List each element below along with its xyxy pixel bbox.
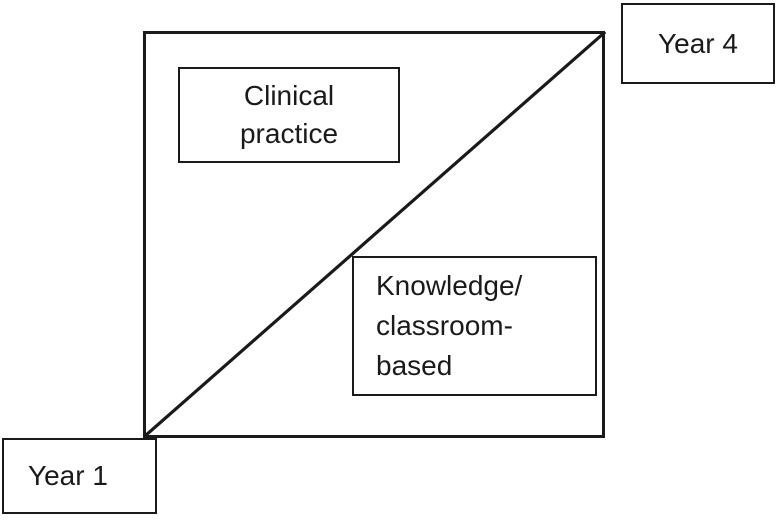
- knowledge-label-line-1: Knowledge/: [376, 270, 523, 301]
- region-label-knowledge-classroom-based: Knowledge/ classroom- based: [354, 266, 522, 386]
- region-box-clinical-practice: Clinical practice: [178, 67, 400, 163]
- clinical-label-line-1: Clinical: [243, 80, 335, 111]
- endpoint-box-year-4: Year 4: [621, 3, 775, 84]
- clinical-label-line-2: practice: [239, 118, 339, 149]
- endpoint-label-year-1: Year 1: [28, 460, 108, 491]
- region-box-knowledge-classroom-based: Knowledge/ classroom- based: [352, 256, 597, 396]
- endpoint-label-year-4: Year 4: [658, 27, 738, 59]
- knowledge-label-line-2: classroom-: [376, 310, 513, 341]
- region-label-clinical-practice: Clinical practice: [180, 77, 398, 153]
- knowledge-label-line-3: based: [376, 350, 453, 381]
- endpoint-box-year-1: Year 1: [2, 438, 157, 514]
